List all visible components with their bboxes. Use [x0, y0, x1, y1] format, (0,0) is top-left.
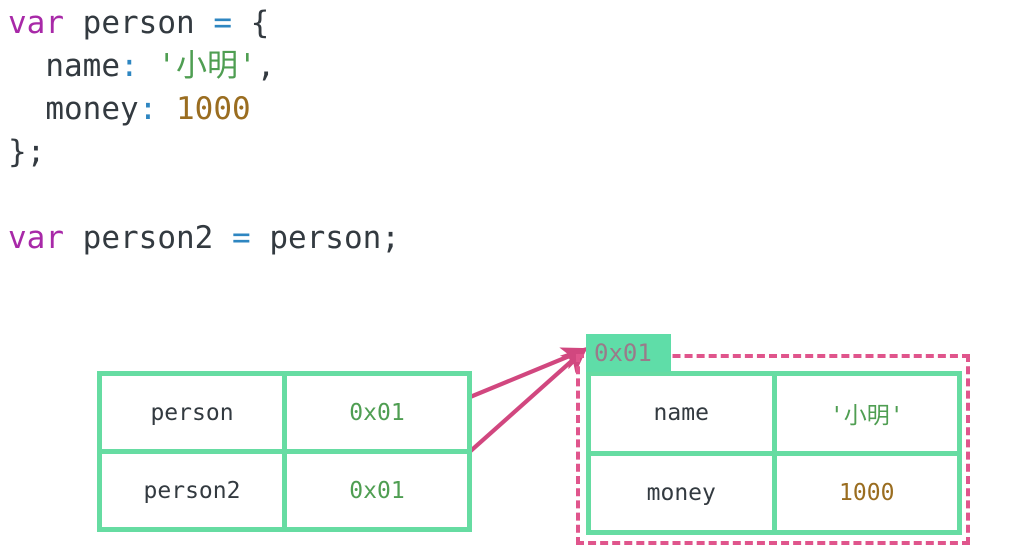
- heap-row-2-key: money: [591, 455, 777, 530]
- table-row: money 1000: [591, 450, 957, 530]
- code-token: :: [138, 91, 158, 127]
- code-token: person: [64, 5, 214, 41]
- code-token: [232, 5, 251, 41]
- code-token: ,: [256, 48, 276, 84]
- heap-row-1-key: name: [591, 376, 777, 451]
- code-token: [139, 48, 158, 84]
- code-token: person2: [64, 220, 232, 256]
- code-line-2: name: '小明',: [8, 45, 400, 88]
- code-token: money: [8, 91, 139, 127]
- code-token: var: [8, 220, 64, 256]
- heap-object-table: name '小明' money 1000: [586, 371, 962, 535]
- code-token: var: [8, 5, 64, 41]
- stack-row-2-address: 0x01: [349, 477, 405, 504]
- code-token: 1000: [176, 91, 251, 127]
- heap-row-1-value: '小明': [829, 403, 904, 430]
- heap-object-dashed-outline: [576, 354, 970, 545]
- heap-address-badge: 0x01: [586, 334, 671, 372]
- heap-row-2-value: 1000: [839, 479, 895, 506]
- code-token: person;: [250, 220, 400, 256]
- code-line-3: money: 1000: [8, 88, 400, 131]
- stack-row-1-address: 0x01: [349, 399, 405, 426]
- code-line-5: [8, 174, 400, 217]
- table-row: person 0x01: [102, 376, 467, 449]
- stack-row-1-variable: person: [102, 376, 287, 449]
- stack-row-2-variable: person2: [102, 454, 287, 527]
- code-line-6: var person2 = person;: [8, 217, 400, 260]
- code-token: =: [231, 220, 251, 256]
- code-token: {: [250, 5, 270, 41]
- arrow-person2-to-heap: [417, 346, 588, 499]
- table-row: name '小明': [591, 376, 957, 451]
- code-token: name: [8, 48, 120, 84]
- code-token: =: [213, 5, 232, 41]
- code-token: [157, 91, 176, 127]
- code-line-1: var person = {: [8, 2, 400, 45]
- table-row: person2 0x01: [102, 449, 467, 527]
- code-token: :: [119, 48, 139, 84]
- code-token: };: [8, 134, 46, 170]
- arrow-person-to-heap: [421, 347, 589, 419]
- code-snippet: var person = { name: '小明', money: 1000};…: [8, 2, 400, 260]
- stack-variables-table: person 0x01 person2 0x01: [97, 371, 472, 532]
- code-token: '小明': [157, 48, 257, 84]
- code-line-4: };: [8, 131, 400, 174]
